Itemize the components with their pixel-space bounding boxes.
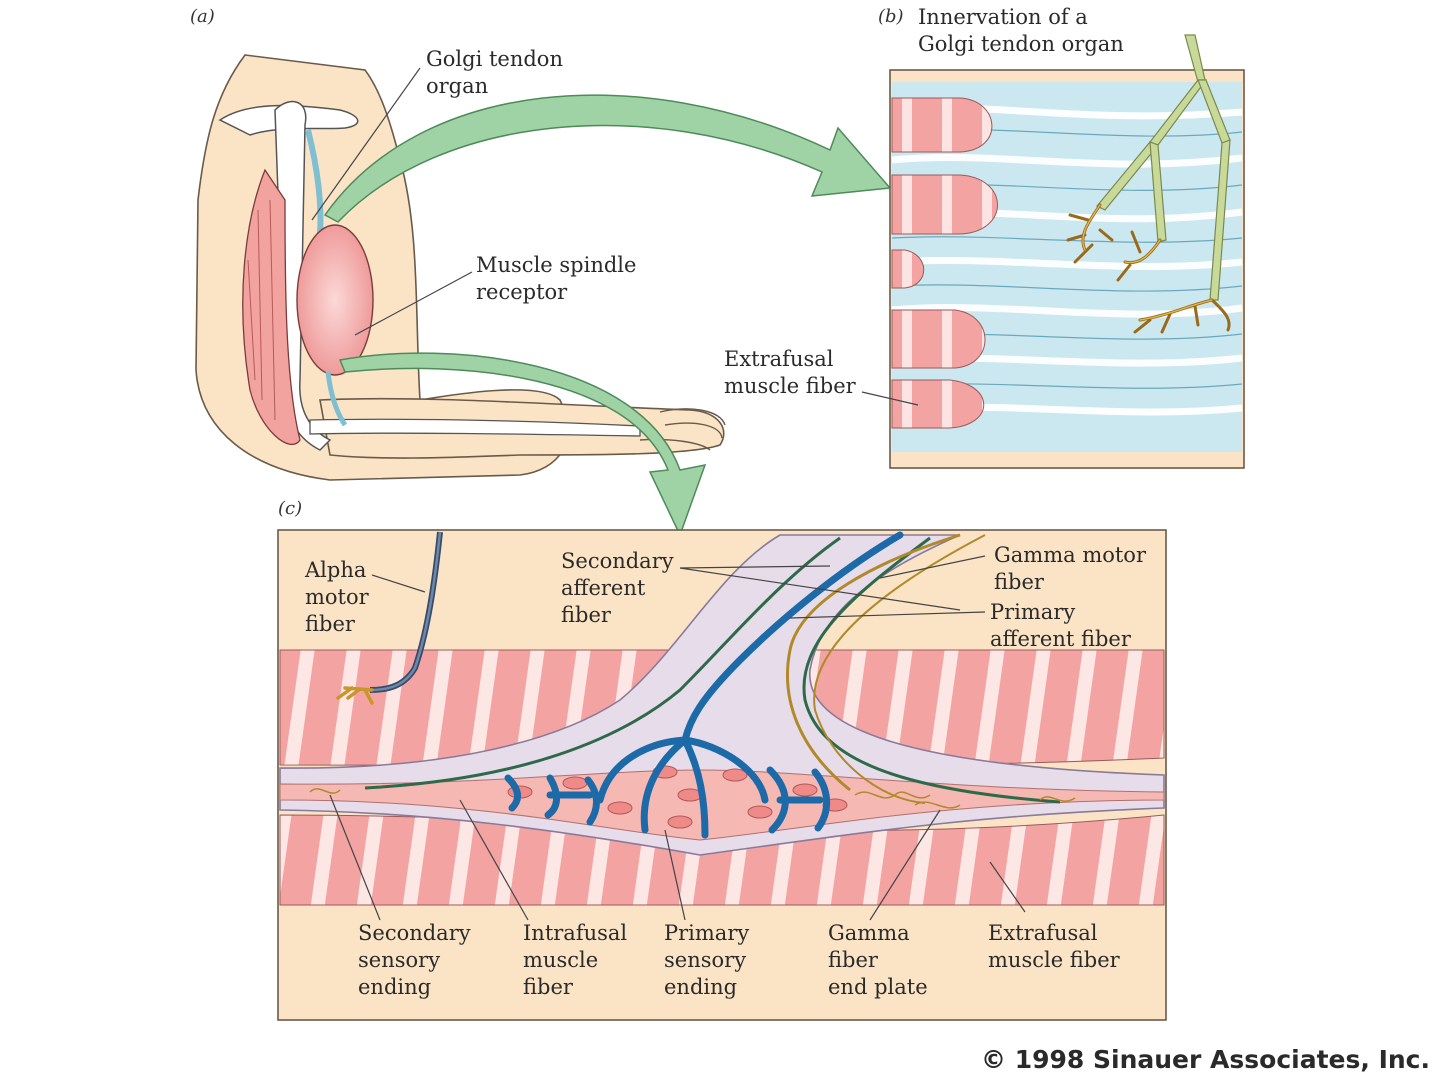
panel-c-box (277, 529, 1167, 1021)
arm-illustration (195, 54, 726, 481)
panel-a-letter: (a) (190, 6, 215, 27)
panel-b-box (889, 34, 1245, 469)
panel-c-leaders (329, 555, 1026, 921)
copyright-notice: © 1998 Sinauer Associates, Inc. (981, 1045, 1430, 1074)
panel-c-letter: (c) (278, 498, 303, 519)
panel-b-letter: (b) (878, 6, 904, 27)
